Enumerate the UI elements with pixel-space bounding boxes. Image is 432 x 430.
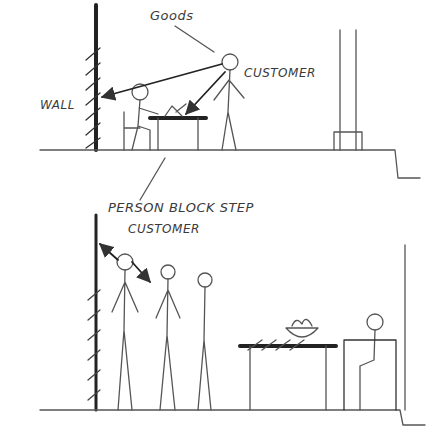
handwritten-label: CUSTOMER bbox=[244, 66, 316, 80]
counter bbox=[344, 340, 396, 410]
right-wall bbox=[404, 245, 405, 410]
wall-hatch bbox=[88, 290, 100, 400]
customer-figure bbox=[112, 270, 138, 410]
bowl-contents bbox=[292, 319, 312, 326]
customer-figure bbox=[156, 279, 180, 410]
customer-head bbox=[161, 265, 175, 279]
customer-head bbox=[117, 254, 133, 270]
sight-arrow bbox=[186, 72, 225, 114]
table-hatch bbox=[248, 340, 304, 350]
handwritten-label: CUSTOMER bbox=[128, 222, 200, 236]
customer-figure bbox=[198, 287, 211, 410]
bowl bbox=[286, 328, 318, 337]
table-leg bbox=[250, 346, 326, 410]
sight-arrow bbox=[132, 262, 150, 282]
sight-arrow bbox=[102, 64, 222, 97]
chair bbox=[124, 112, 140, 150]
handwritten-label: PERSON BLOCK STEP bbox=[108, 200, 254, 215]
customer-figure bbox=[214, 70, 244, 150]
seated-person bbox=[360, 330, 375, 410]
leader-line bbox=[140, 158, 165, 200]
handwritten-label: Goods bbox=[150, 8, 194, 23]
person-head bbox=[367, 314, 383, 330]
pillar bbox=[334, 30, 362, 150]
goods-on-table bbox=[165, 104, 186, 116]
customer-head bbox=[222, 54, 238, 70]
seated-person bbox=[132, 100, 158, 150]
table-leg bbox=[158, 118, 198, 150]
sight-arrow bbox=[100, 244, 118, 260]
floor-step-line bbox=[40, 150, 420, 178]
customer-head bbox=[198, 273, 212, 287]
leader-line bbox=[175, 26, 214, 52]
floor-step-line bbox=[40, 410, 425, 425]
handwritten-label: WALL bbox=[40, 98, 75, 112]
wall-hatch bbox=[86, 48, 100, 148]
